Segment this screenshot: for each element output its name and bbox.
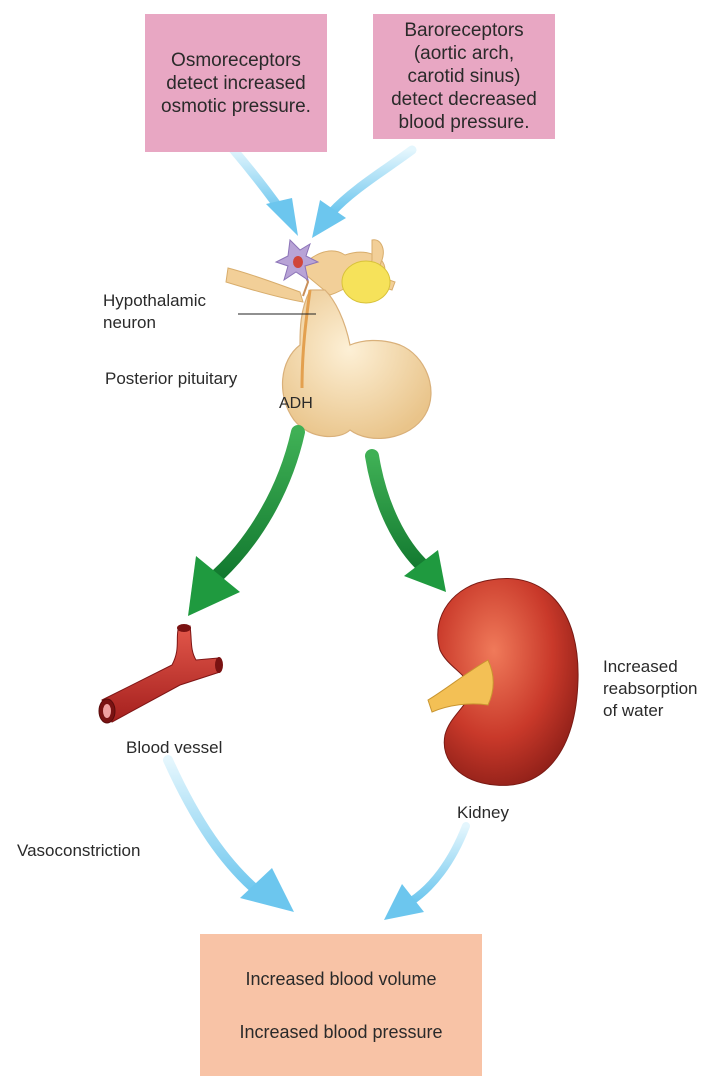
kidney-illustration (428, 578, 578, 785)
result-blood-pressure: Increased blood pressure (239, 1020, 442, 1044)
arrow-pituitary-to-vessel (188, 432, 298, 616)
arrow-pituitary-to-kidney (372, 456, 446, 592)
arrow-kidney-to-result (384, 826, 466, 920)
hypothalamic-neuron-label: Hypothalamic neuron (103, 290, 206, 334)
blood-vessel-illustration (99, 624, 223, 723)
osmoreceptors-text: Osmoreceptors detect increased osmotic p… (161, 49, 311, 118)
adh-label: ADH (279, 393, 313, 415)
baroreceptors-text: Baroreceptors (aortic arch, carotid sinu… (391, 19, 537, 134)
osmoreceptors-box: Osmoreceptors detect increased osmotic p… (145, 14, 327, 152)
result-box: Increased blood volume Increased blood p… (200, 934, 482, 1076)
pituitary-gland-illustration (226, 240, 431, 439)
kidney-label: Kidney (457, 802, 509, 824)
vasoconstriction-label: Vasoconstriction (17, 840, 140, 862)
result-blood-volume: Increased blood volume (245, 967, 436, 991)
arrow-osmo-to-hypothalamus (232, 148, 298, 236)
blood-vessel-label: Blood vessel (126, 737, 222, 759)
posterior-pituitary-label: Posterior pituitary (105, 368, 237, 390)
arrow-vessel-to-result (168, 760, 294, 912)
reabsorption-label: Increased reabsorption of water (603, 656, 698, 722)
baroreceptors-box: Baroreceptors (aortic arch, carotid sinu… (373, 14, 555, 139)
arrow-baro-to-hypothalamus (312, 150, 412, 238)
